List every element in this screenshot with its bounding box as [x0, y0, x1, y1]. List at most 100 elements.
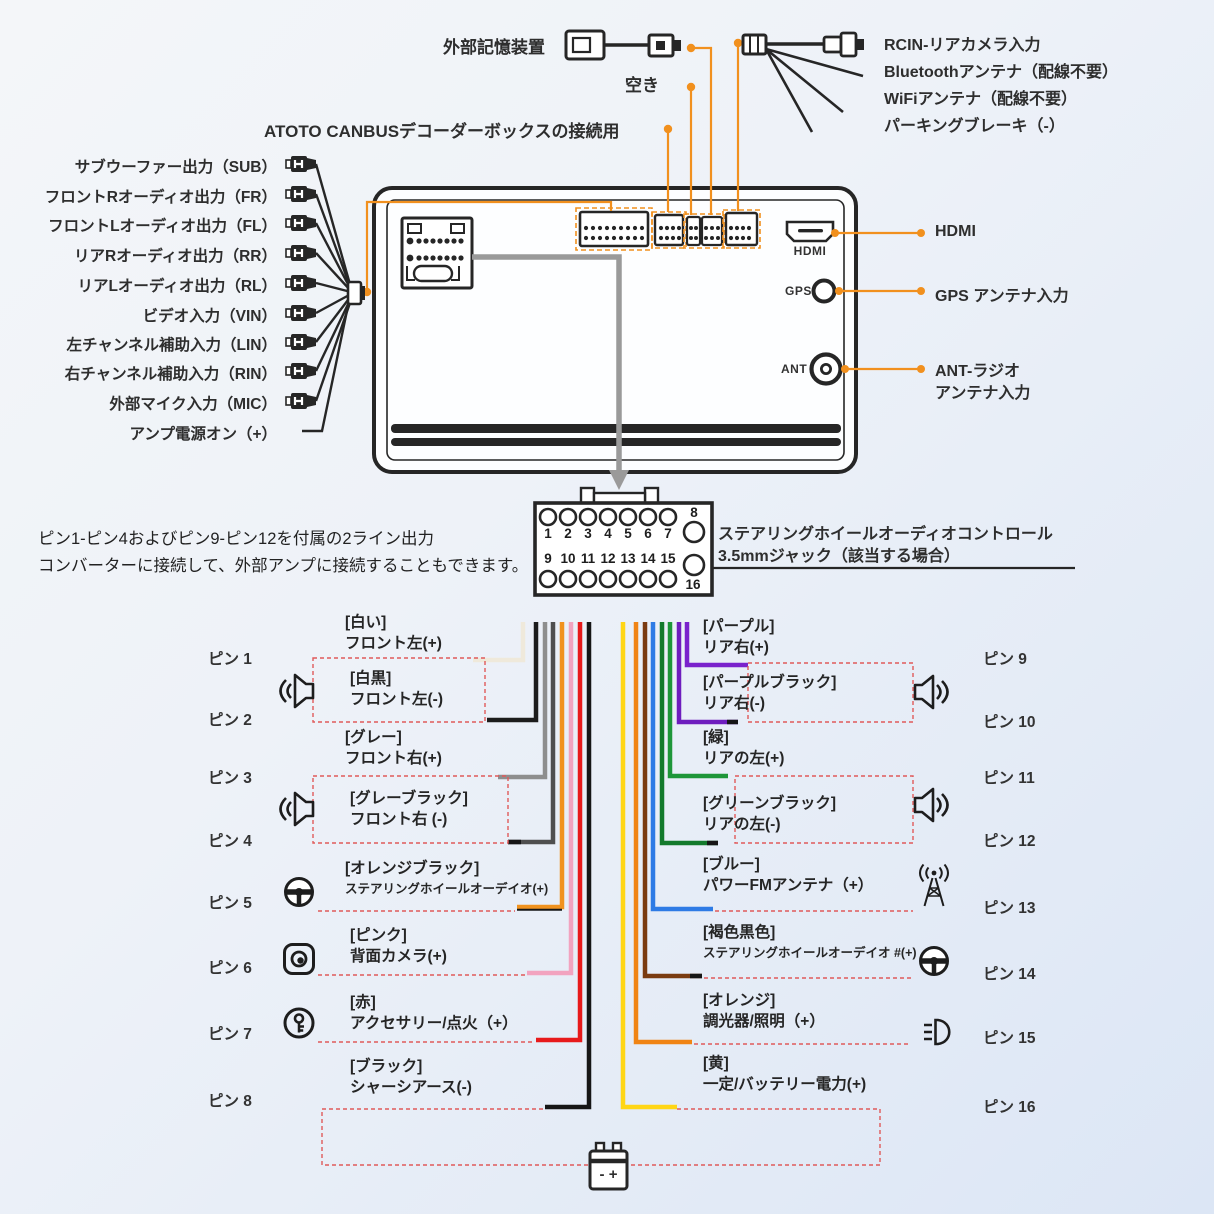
wire-function: フロント左(-) [350, 691, 443, 708]
wire-pin7 [536, 622, 583, 1043]
wire-color-name: [グリーンブラック] [703, 795, 837, 812]
usb-storage-label: 外部記憶装置 [443, 38, 545, 57]
wire-color-name: [ブラック] [350, 1058, 423, 1075]
converter-note-line2: コンバーターに接続して、外部アンプに接続することもできます。 [38, 557, 529, 575]
wire-color-name: [黄] [703, 1055, 729, 1072]
pin-label-9: ピン 9 [983, 651, 1027, 668]
output-label-sub: サブウーファー出力（SUB） [74, 159, 277, 176]
rca-plugs [284, 156, 318, 411]
ant-radio-label-line1: ANT-ラジオ [935, 363, 1021, 380]
bluetooth-antenna-label: Bluetoothアンテナ（配線不要） [884, 64, 1119, 81]
input-label-mic: 外部マイク入力（MIC） [109, 396, 277, 413]
wire-function: 調光器/照明（+） [703, 1013, 825, 1030]
aux-port-2 [685, 215, 702, 247]
steering-wheel-icon [919, 946, 949, 976]
wire-label-pin1: [白い] フロント左(+) [345, 612, 442, 654]
usb-storage-icon [564, 29, 681, 61]
parking-brake-label: パーキングブレーキ（-） [884, 118, 1065, 135]
pin-label-1: ピン 1 [208, 651, 252, 668]
wire-color-name: [オレンジブラック] [345, 860, 480, 877]
pin-label-14: ピン 14 [983, 966, 1036, 983]
ant-radio-label-line2: アンテナ入力 [935, 385, 1031, 402]
gps-port-text: GPS [785, 284, 812, 298]
wire-function: リアの左(+) [703, 750, 785, 767]
wire-label-pin5: [オレンジブラック] ステアリングホイールオーデイオ(+) [345, 858, 548, 900]
vent-band [391, 424, 841, 433]
connector-num-7: 7 [664, 526, 672, 541]
wire-pin10 [676, 622, 738, 725]
pin-label-13: ピン 13 [983, 900, 1036, 917]
wire-label-pin3: [グレー] フロント右(+) [345, 727, 442, 769]
wifi-antenna-label: WiFiアンテナ（配線不要） [884, 91, 1077, 108]
bundle-plug [346, 280, 363, 306]
wire-function: アクセサリー/点火（+） [350, 1015, 518, 1032]
hdmi-port-shape [785, 220, 835, 243]
wire-function: 背面カメラ(+) [350, 948, 447, 965]
vent-band [391, 438, 841, 446]
speaker-icon [279, 673, 315, 709]
wire-function: シャーシアース(-) [350, 1079, 472, 1096]
connector-num-2: 2 [564, 526, 572, 541]
connector-num-15: 15 [660, 551, 676, 566]
amp-power-label: アンプ電源オン（+） [129, 426, 277, 443]
gps-port-shape [811, 278, 837, 304]
wire-pin8 [545, 622, 592, 1110]
wire-label-pin2: [白黒] フロント左(-) [350, 668, 443, 710]
wire-color-name: [オレンジ] [703, 992, 776, 1009]
pin-label-8: ピン 8 [208, 1093, 252, 1110]
wire-color-name: [ブルー] [703, 856, 760, 873]
rear-camera-icon [283, 943, 315, 975]
output-label-fl: フロントLオーディオ出力（FL） [48, 218, 277, 235]
wire-function: リアの左(-) [703, 816, 781, 833]
hdmi-label: HDMI [935, 223, 976, 240]
wire-label-pin10: [パープルブラック] リア右(-) [703, 672, 836, 714]
ant-port-shape [809, 352, 843, 386]
wire-label-pin8: [ブラック] シャーシアース(-) [350, 1056, 472, 1098]
wire-pin4 [508, 622, 556, 845]
canbus-label: ATOTO CANBUSデコーダーボックスの接続用 [264, 122, 620, 141]
wire-function: ステアリングホイールオーデイオ #(+) [703, 946, 917, 960]
pin-label-7: ピン 7 [208, 1026, 252, 1043]
wire-pin1 [473, 622, 526, 663]
connector-num-16: 16 [685, 577, 701, 592]
connector-num-10: 10 [560, 551, 576, 566]
pin-label-10: ピン 10 [983, 714, 1036, 731]
swc-note-line2: 3.5mmジャック（該当する場合） [718, 548, 960, 565]
wire-pin12 [659, 622, 718, 846]
wire-color-name: [褐色黒色] [703, 924, 776, 941]
hdmi-port-text: HDMI [793, 244, 827, 258]
pin-label-3: ピン 3 [208, 770, 252, 787]
wires [473, 622, 748, 1110]
connector-num-9: 9 [544, 551, 552, 566]
output-label-rr: リアRオーディオ出力（RR） [74, 248, 277, 265]
connector-num-13: 13 [620, 551, 636, 566]
wire-pin2 [487, 622, 539, 723]
wire-function: リア右(+) [703, 639, 769, 656]
pin-label-2: ピン 2 [208, 712, 252, 729]
wire-pin6 [527, 622, 574, 976]
ignition-key-icon [283, 1007, 315, 1039]
wire-pin14 [642, 622, 702, 979]
wire-function: ステアリングホイールオーデイオ(+) [345, 882, 549, 896]
wire-color-name: [パープル] [703, 618, 775, 635]
pin-label-11: ピン 11 [983, 770, 1035, 787]
wire-function: リア右(-) [703, 695, 765, 712]
connector-num-5: 5 [624, 526, 632, 541]
wire-pin11 [667, 622, 728, 779]
wire-label-pin15: [オレンジ] 調光器/照明（+） [703, 990, 825, 1032]
wire-color-name: [ピンク] [350, 927, 407, 944]
swc-note-line1: ステアリングホイールオーディオコントロール [718, 526, 1053, 543]
aux-port-3 [683, 213, 725, 249]
connector-num-12: 12 [600, 551, 616, 566]
steering-wheel-icon [284, 877, 314, 907]
wire-color-name: [パープルブラック] [703, 674, 837, 691]
wire-label-pin12: [グリーンブラック] リアの左(-) [703, 793, 836, 835]
converter-note-line1: ピン1-ピン4およびピン9-ピン12を付属の2ライン出力 [38, 530, 435, 548]
main-harness-socket [400, 216, 474, 290]
wire-pin16 [620, 622, 677, 1110]
input-label-lin: 左チャンネル補助入力（LIN） [66, 337, 277, 354]
wire-label-pin7: [赤] アクセサリー/点火（+） [350, 992, 518, 1034]
connector-num-3: 3 [584, 526, 592, 541]
headlight-icon [924, 1018, 951, 1046]
